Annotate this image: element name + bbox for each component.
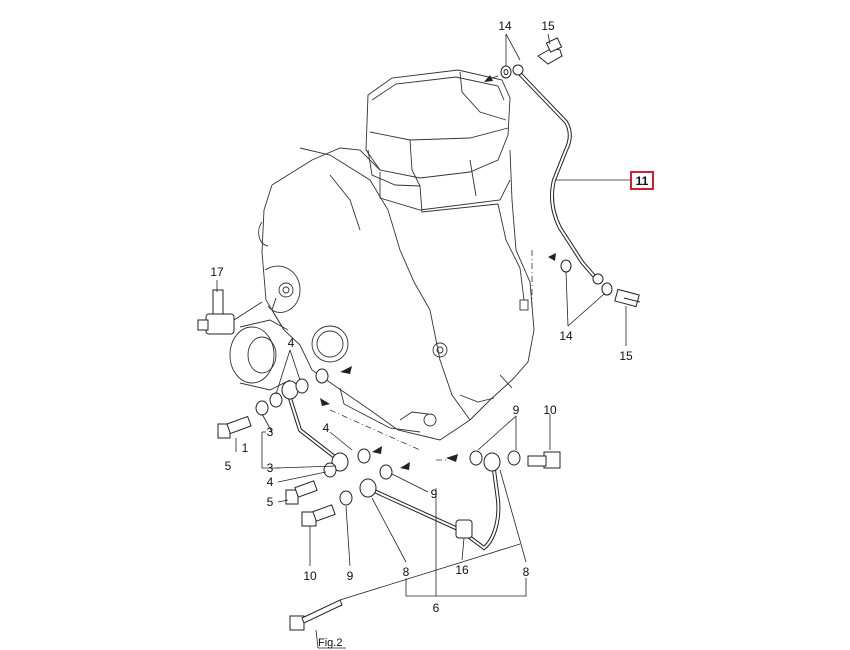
label-10-right: 10 — [543, 403, 557, 417]
leader-lines — [216, 33, 630, 649]
bolt-10-right — [527, 451, 561, 469]
label-16: 16 — [455, 563, 469, 577]
label-1: 1 — [242, 441, 249, 455]
label-8-left: 8 — [403, 565, 410, 579]
label-fig-ref: Fig.2 — [318, 637, 342, 649]
label-5-lower: 5 — [267, 495, 274, 509]
label-9-mid: 9 — [347, 569, 354, 583]
oil-pipe-1 — [281, 380, 349, 472]
label-15-top: 15 — [541, 19, 555, 33]
label-10-left: 10 — [303, 569, 317, 583]
label-14-bottom: 14 — [559, 329, 573, 343]
arrow-head-right — [548, 253, 556, 261]
label-17: 17 — [210, 265, 224, 279]
sensor-17 — [197, 289, 263, 335]
gaskets-lower — [255, 368, 521, 506]
highlight-box-11 — [630, 171, 654, 190]
oil-pipe-11 — [512, 64, 604, 285]
bolt-5-lower — [285, 480, 318, 505]
long-bolt-fig2 — [289, 599, 343, 631]
label-5-upper: 5 — [225, 459, 232, 473]
part-labels: 14 15 11 14 15 17 4 3 1 3 4 4 5 5 10 9 9… — [210, 19, 654, 649]
engine-body — [229, 69, 535, 441]
bolt-10-left — [301, 504, 336, 527]
label-3-lower: 3 — [267, 461, 274, 475]
bolt-5-upper — [217, 415, 252, 439]
label-15-bottom: 15 — [619, 349, 633, 363]
label-3-upper: 3 — [267, 425, 274, 439]
label-11: 11 — [636, 174, 649, 188]
centerline-lower-a — [329, 409, 421, 451]
bolt-15-bottom — [614, 288, 641, 308]
label-6: 6 — [433, 601, 440, 615]
label-9-top: 9 — [513, 403, 520, 417]
label-4-mid: 4 — [323, 421, 330, 435]
arrows-lower — [320, 366, 458, 470]
label-9-right: 9 — [431, 487, 438, 501]
bolt-15-top — [537, 37, 563, 65]
label-4-upper: 4 — [288, 336, 295, 350]
arrow-head-top — [484, 75, 493, 82]
label-4-left: 4 — [267, 475, 274, 489]
label-8-right: 8 — [523, 565, 530, 579]
washer-14-top — [500, 65, 512, 79]
label-14-top: 14 — [498, 19, 512, 33]
